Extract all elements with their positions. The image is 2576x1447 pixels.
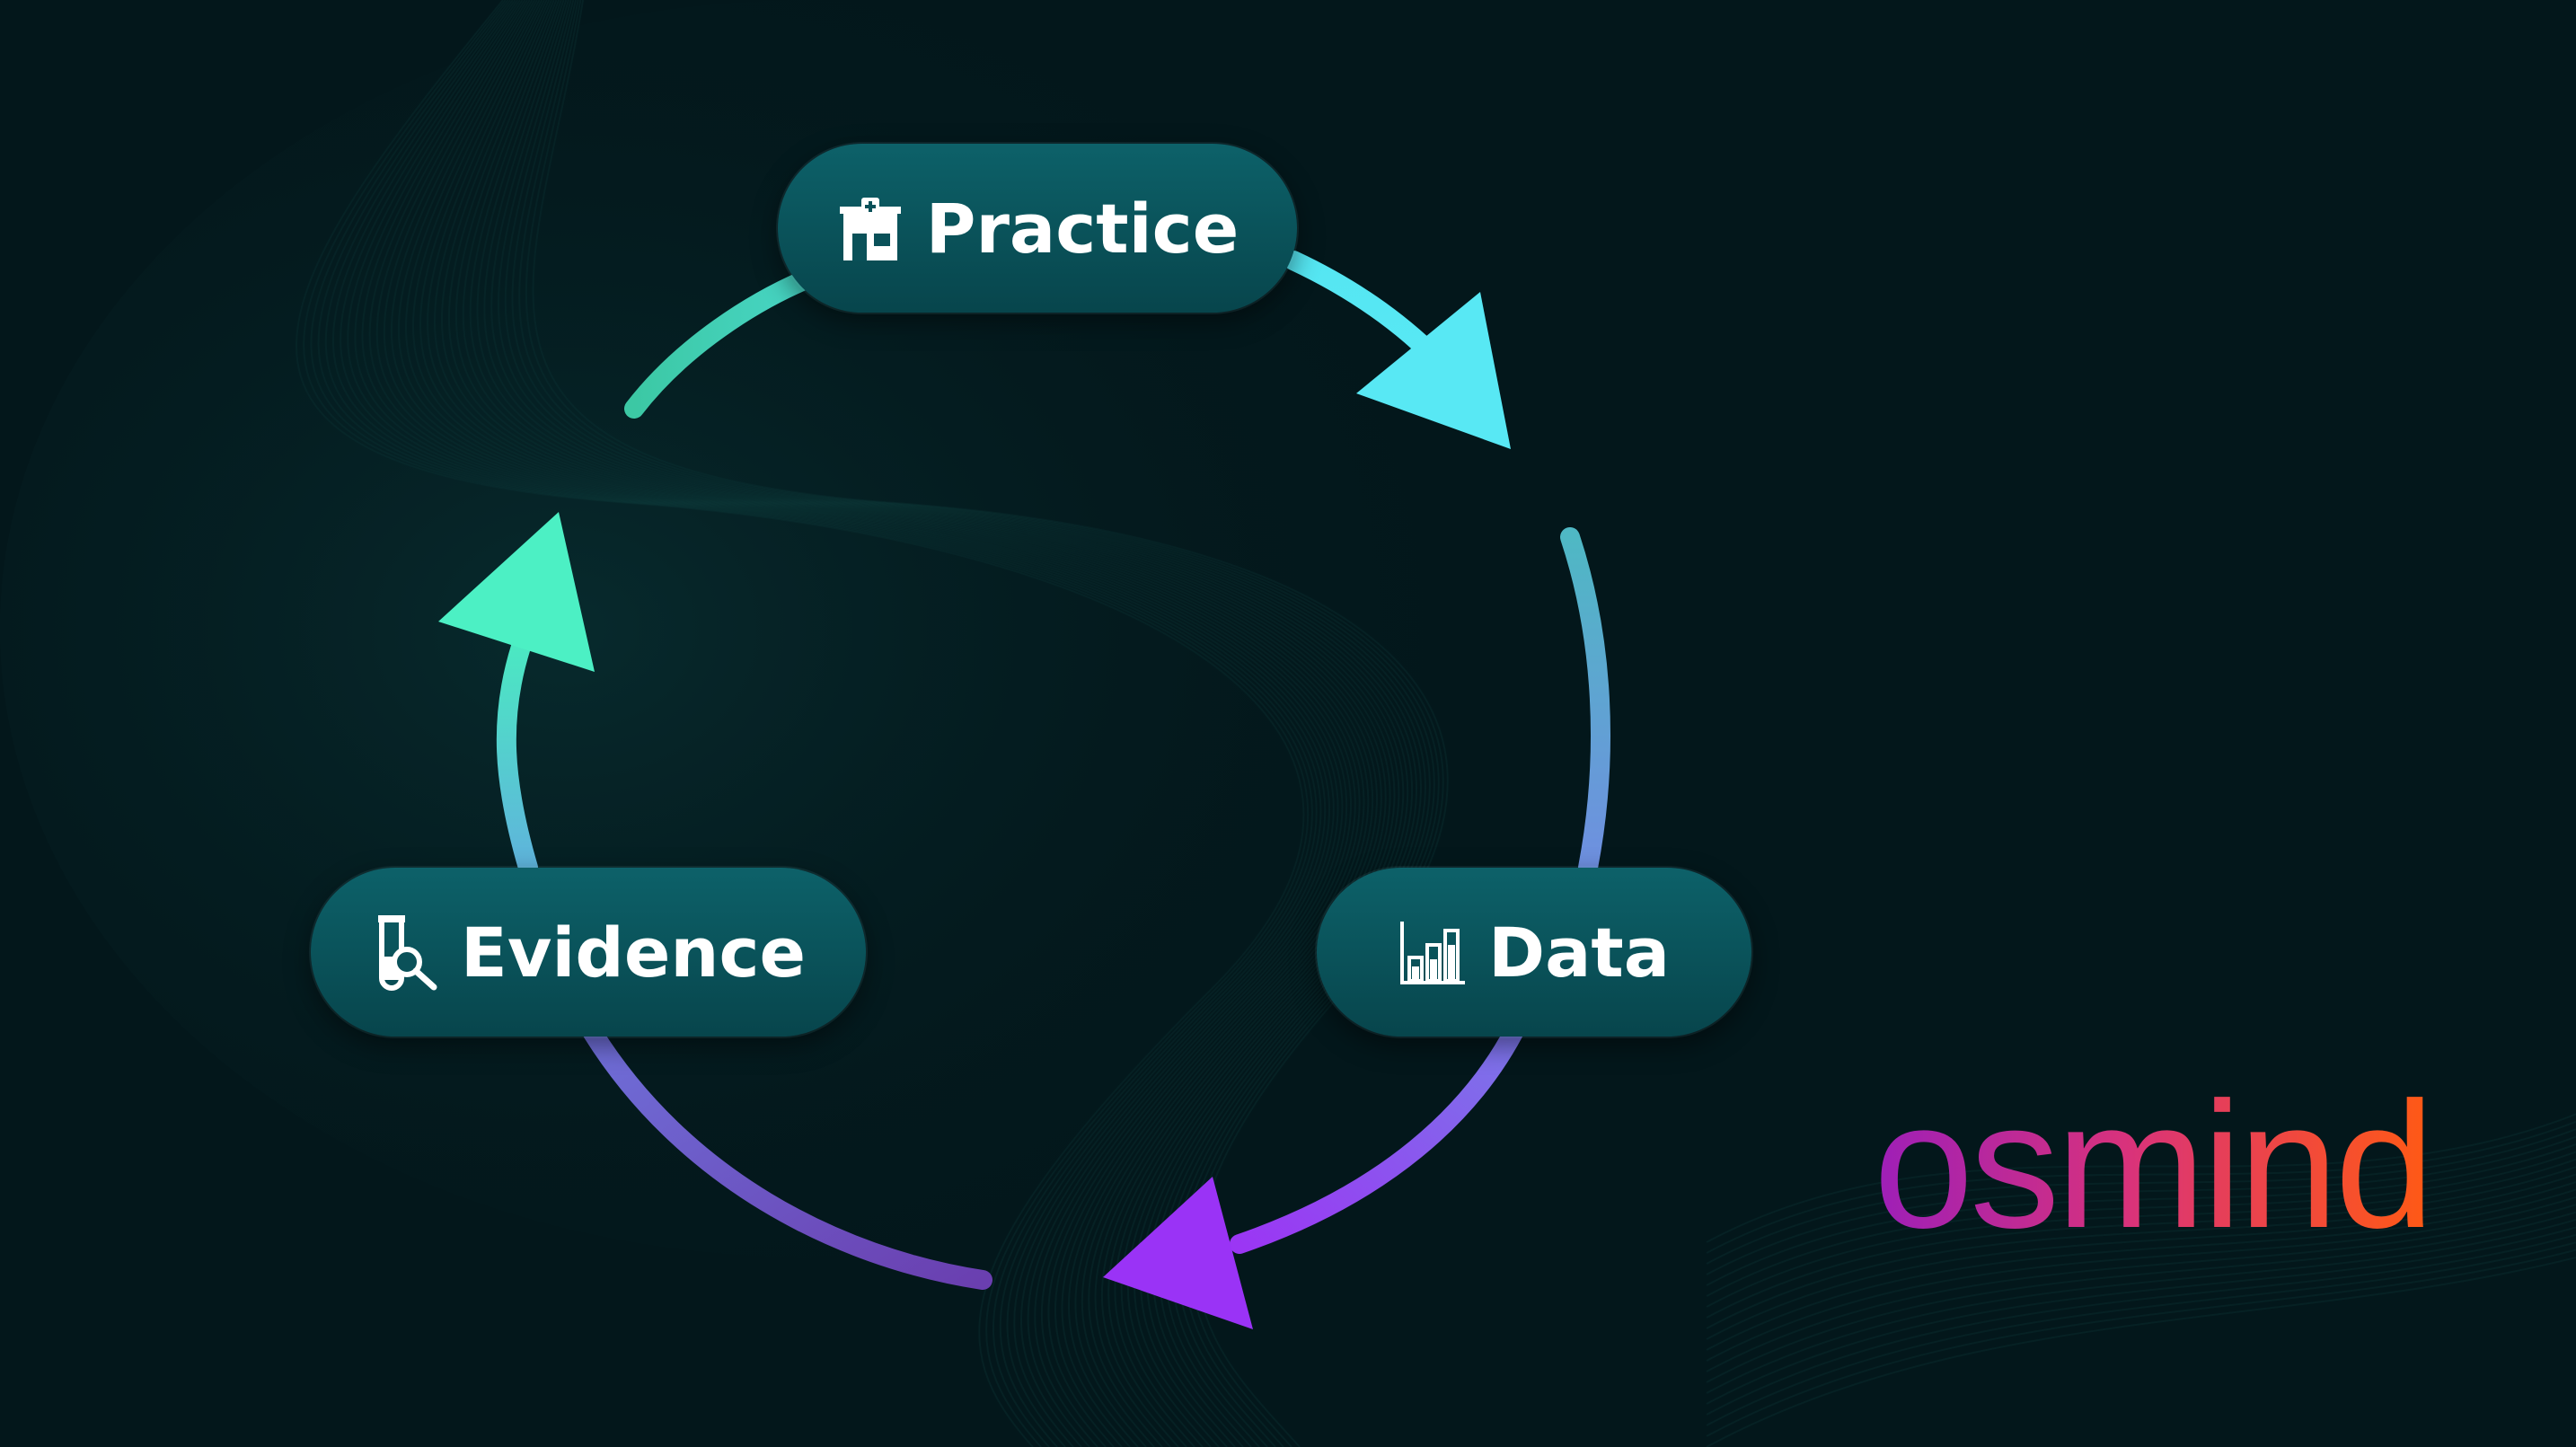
background-wave-line: [1706, 1248, 2576, 1437]
arc-data-to-evidence: [1230, 1014, 1528, 1254]
arc-data-descending: [1560, 527, 1610, 878]
background-wave-line: [1706, 1257, 2576, 1447]
clinic-building-icon: [836, 194, 904, 262]
background-wave-line: [1706, 1204, 2576, 1372]
background-wave-line: [1706, 1188, 2576, 1351]
background-wave-line: [1706, 1196, 2576, 1362]
test-tube-magnifier-icon: [371, 913, 439, 991]
arc-evidence-to-practice-left: [496, 637, 538, 878]
node-practice: Practice: [778, 144, 1297, 313]
background-wave-line: [1706, 1173, 2576, 1329]
background-wave-line: [1706, 1181, 2576, 1340]
background-wave-line: [1706, 1219, 2576, 1394]
arrowhead-toward-data: [1356, 292, 1511, 449]
node-practice-label: Practice: [925, 188, 1239, 269]
arrowhead-toward-evidence: [1103, 1177, 1253, 1329]
background-wave-line: [1706, 1151, 2576, 1297]
arrowhead-toward-practice: [438, 512, 595, 672]
background-wave-line: [1706, 1226, 2576, 1405]
background-wave-line: [1706, 1233, 2576, 1416]
background-wave-line: [1706, 1113, 2576, 1243]
node-evidence-label: Evidence: [460, 912, 807, 993]
arc-evidence-bottom: [583, 1023, 992, 1290]
node-data: Data: [1317, 868, 1751, 1037]
background-wave-line: [1706, 1143, 2576, 1286]
node-data-label: Data: [1488, 912, 1670, 993]
node-evidence: Evidence: [311, 868, 866, 1037]
background-wave-line: [1706, 1120, 2576, 1254]
background-wave-line: [1706, 1166, 2576, 1319]
background-wave-line: [1706, 1135, 2576, 1275]
arc-evidence-to-practice: [624, 269, 818, 419]
osmind-logo: osmind: [1874, 1065, 2435, 1266]
background-wave-line: [1706, 1158, 2576, 1308]
background-wave-line: [1706, 1128, 2576, 1265]
bar-chart-icon: [1398, 918, 1467, 986]
background-wave-line: [1706, 1211, 2576, 1383]
background-wave-line: [1706, 1241, 2576, 1426]
